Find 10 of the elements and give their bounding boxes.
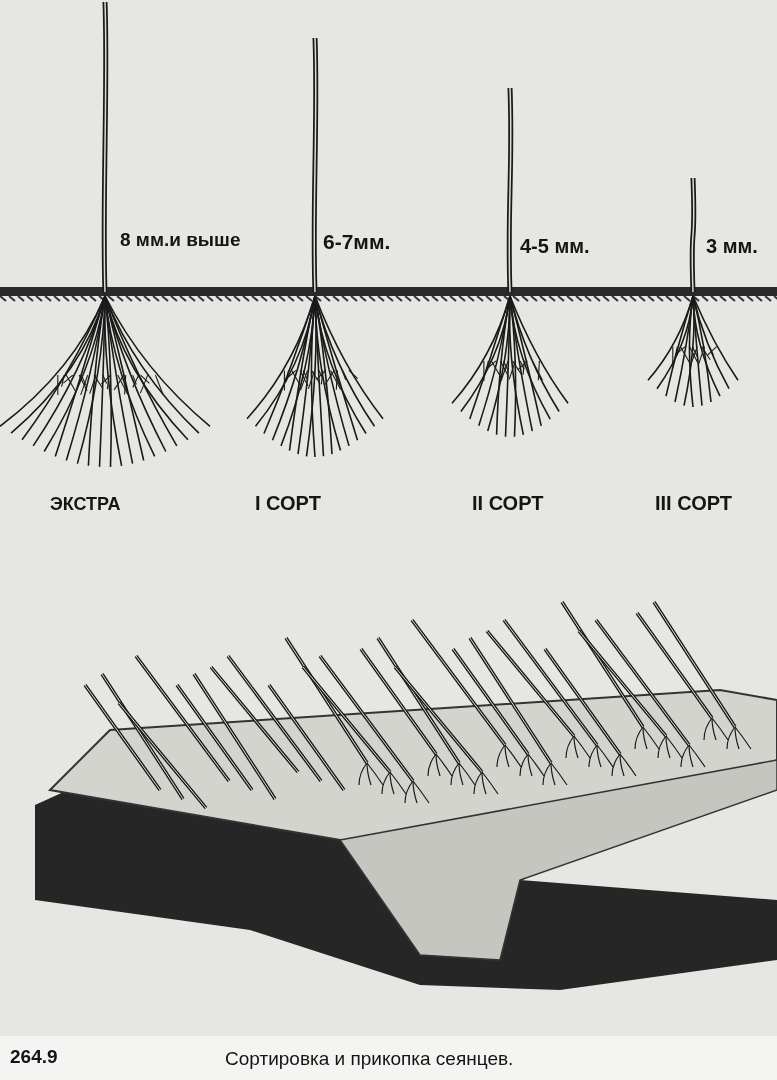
- size-label: 3 мм.: [706, 235, 758, 257]
- size-label: 6-7мм.: [323, 230, 391, 254]
- size-label: 8 мм.и выше: [120, 230, 241, 251]
- slide-number: 264.9: [10, 1047, 58, 1068]
- size-label: 4-5 мм.: [520, 235, 590, 257]
- grade-label: II СОРТ: [472, 492, 544, 514]
- grade-label: ЭКСТРА: [50, 495, 121, 515]
- caption: Сортировка и прикопка сеянцев.: [225, 1049, 514, 1070]
- grade-label: I СОРТ: [255, 492, 321, 514]
- grade-label: III СОРТ: [655, 492, 733, 514]
